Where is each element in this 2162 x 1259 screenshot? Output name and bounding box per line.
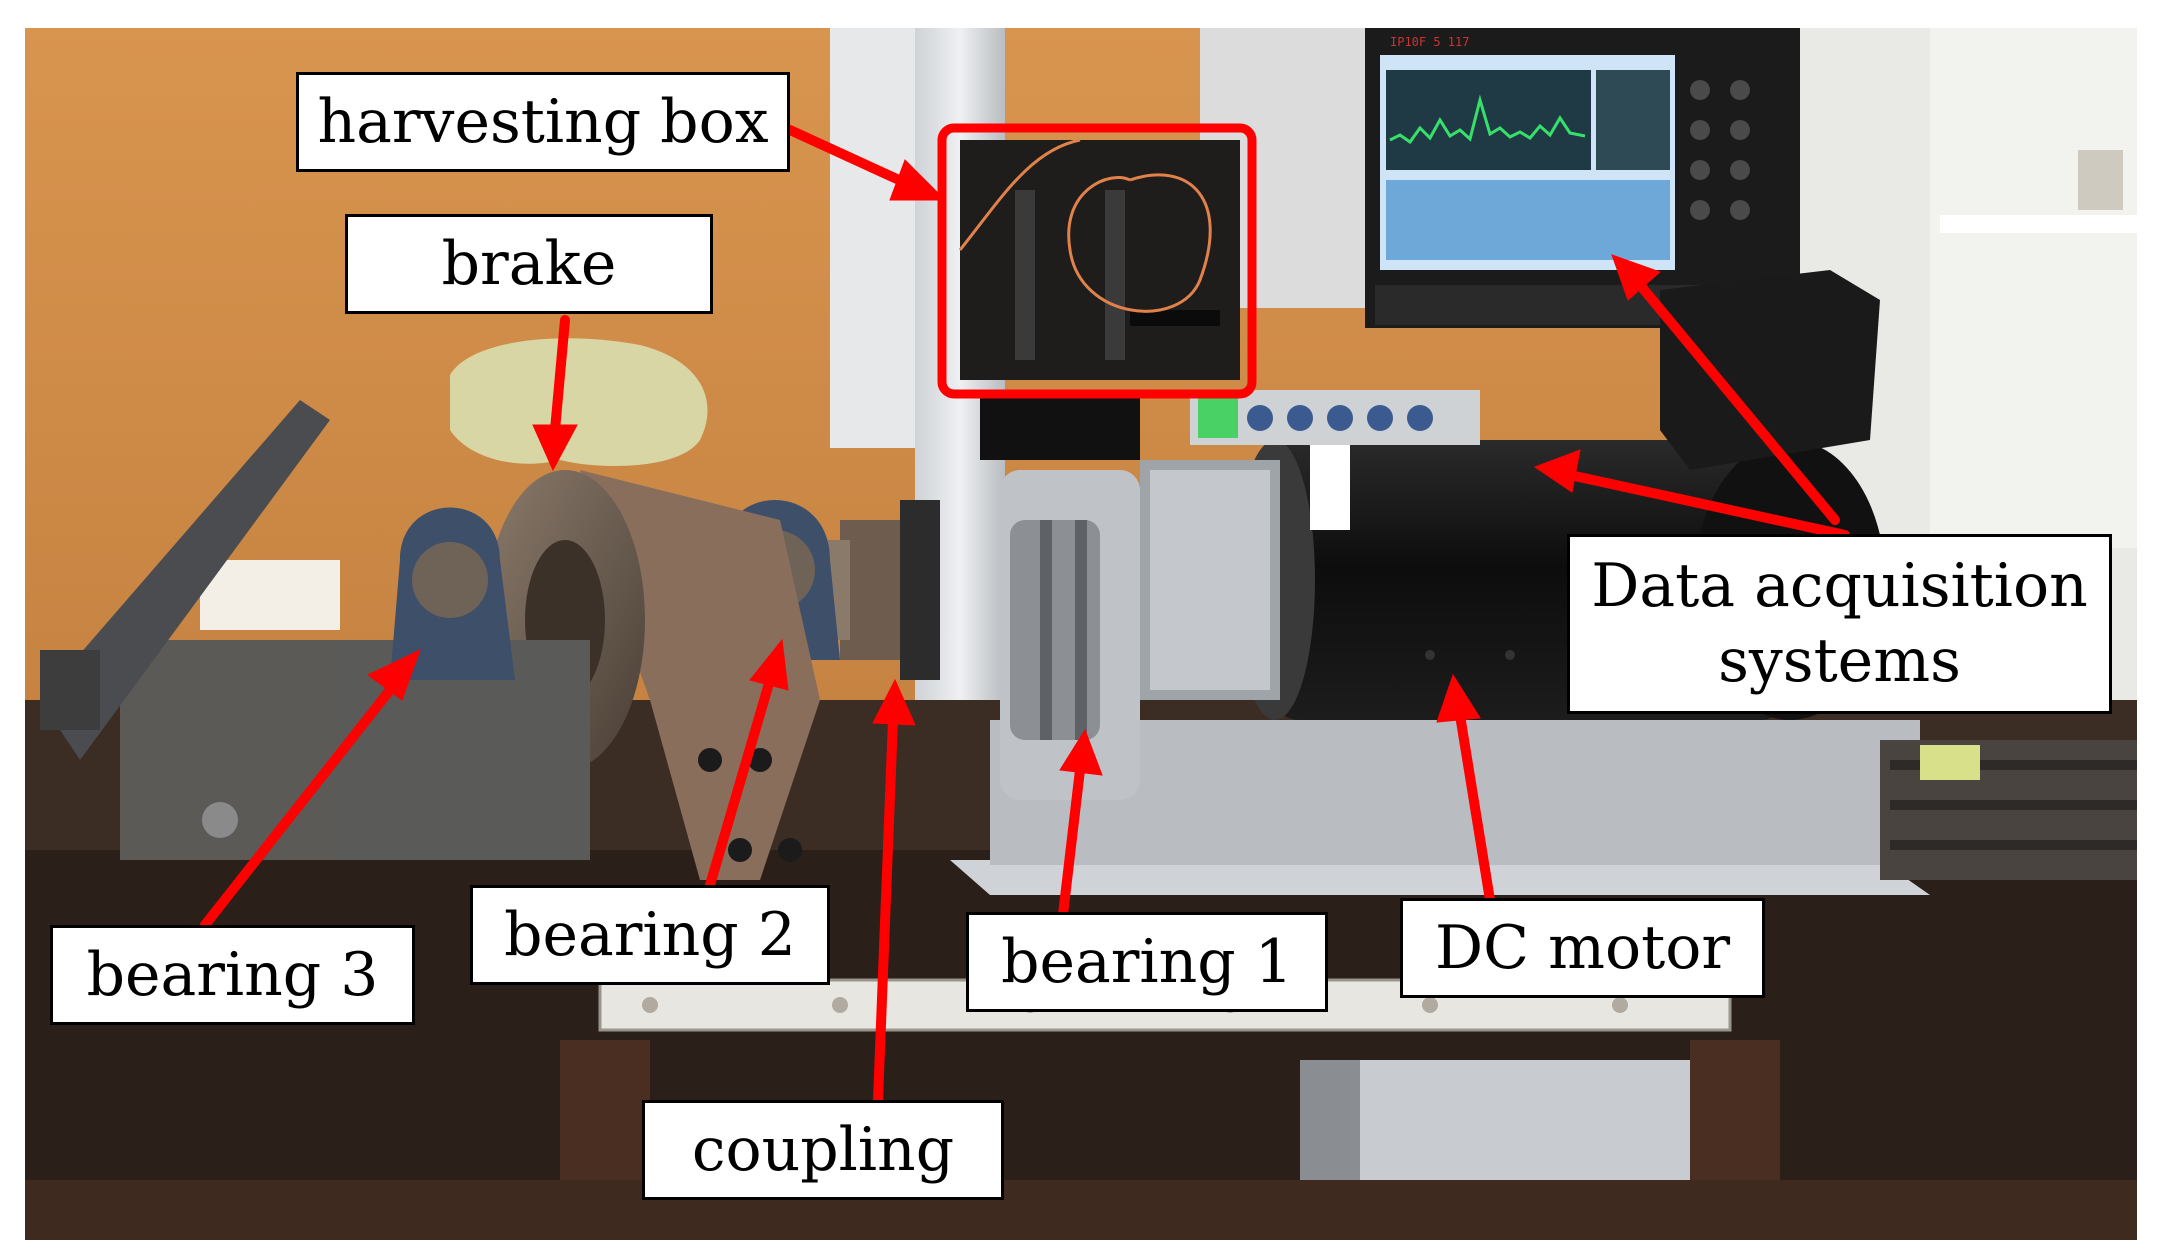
coupling-label: coupling [642,1100,1004,1200]
aluminium-base-plate [950,860,1930,895]
harvesting-box-label-text: harvesting box [317,86,769,157]
arrow-bearing-2-head [749,638,789,691]
arrow-harvesting-box-head [889,159,947,201]
arrow-daq-motor [1565,470,1850,540]
harvesting-box-highlight [937,123,1257,399]
brake-caliper [450,338,708,466]
dc-motor-label: DC motor [1400,898,1765,998]
arrow-bearing-3 [200,685,395,930]
arrow-coupling-head [872,678,916,726]
arrow-daq-scope [1635,280,1840,525]
bearing-2-label-text: bearing 2 [504,899,796,970]
arrow-daq-motor-head [1533,449,1581,493]
data-acquisition-label: Data acquisition systems [1567,534,2112,714]
bearing-3-label-text: bearing 3 [86,939,379,1010]
arrow-bearing-1-head [1059,728,1103,776]
coupling-label-text: coupling [691,1114,955,1185]
dc-motor-label-text: DC motor [1434,912,1731,983]
bearing-1-label: bearing 1 [966,912,1328,1012]
harvesting-box-label: harvesting box [296,72,790,172]
arrow-dc-motor-head [1436,673,1481,723]
brake-label-text: brake [441,228,617,299]
arrow-harvesting-box [785,125,915,190]
arrow-bearing-3-head [367,649,421,701]
brake-label: brake [345,214,713,314]
arrow-bearing-1 [1055,765,1085,945]
bearing-2-label: bearing 2 [470,885,830,985]
arrow-coupling [873,715,898,1105]
arrow-brake [550,315,570,435]
arrow-dc-motor [1455,710,1495,905]
harvesting-box [960,140,1240,380]
data-acquisition-label-line1: Data acquisition [1591,551,2088,621]
scope-readout: IP10F 5 117 [1390,35,1469,49]
data-acquisition-label-line2: systems [1718,626,1961,696]
arrow-brake-head [532,424,578,472]
bearing-1-label-text: bearing 1 [1001,926,1293,997]
bearing-3-label: bearing 3 [50,925,415,1025]
arrow-bearing-2 [705,675,775,890]
arrow-daq-scope-head [1611,254,1661,301]
